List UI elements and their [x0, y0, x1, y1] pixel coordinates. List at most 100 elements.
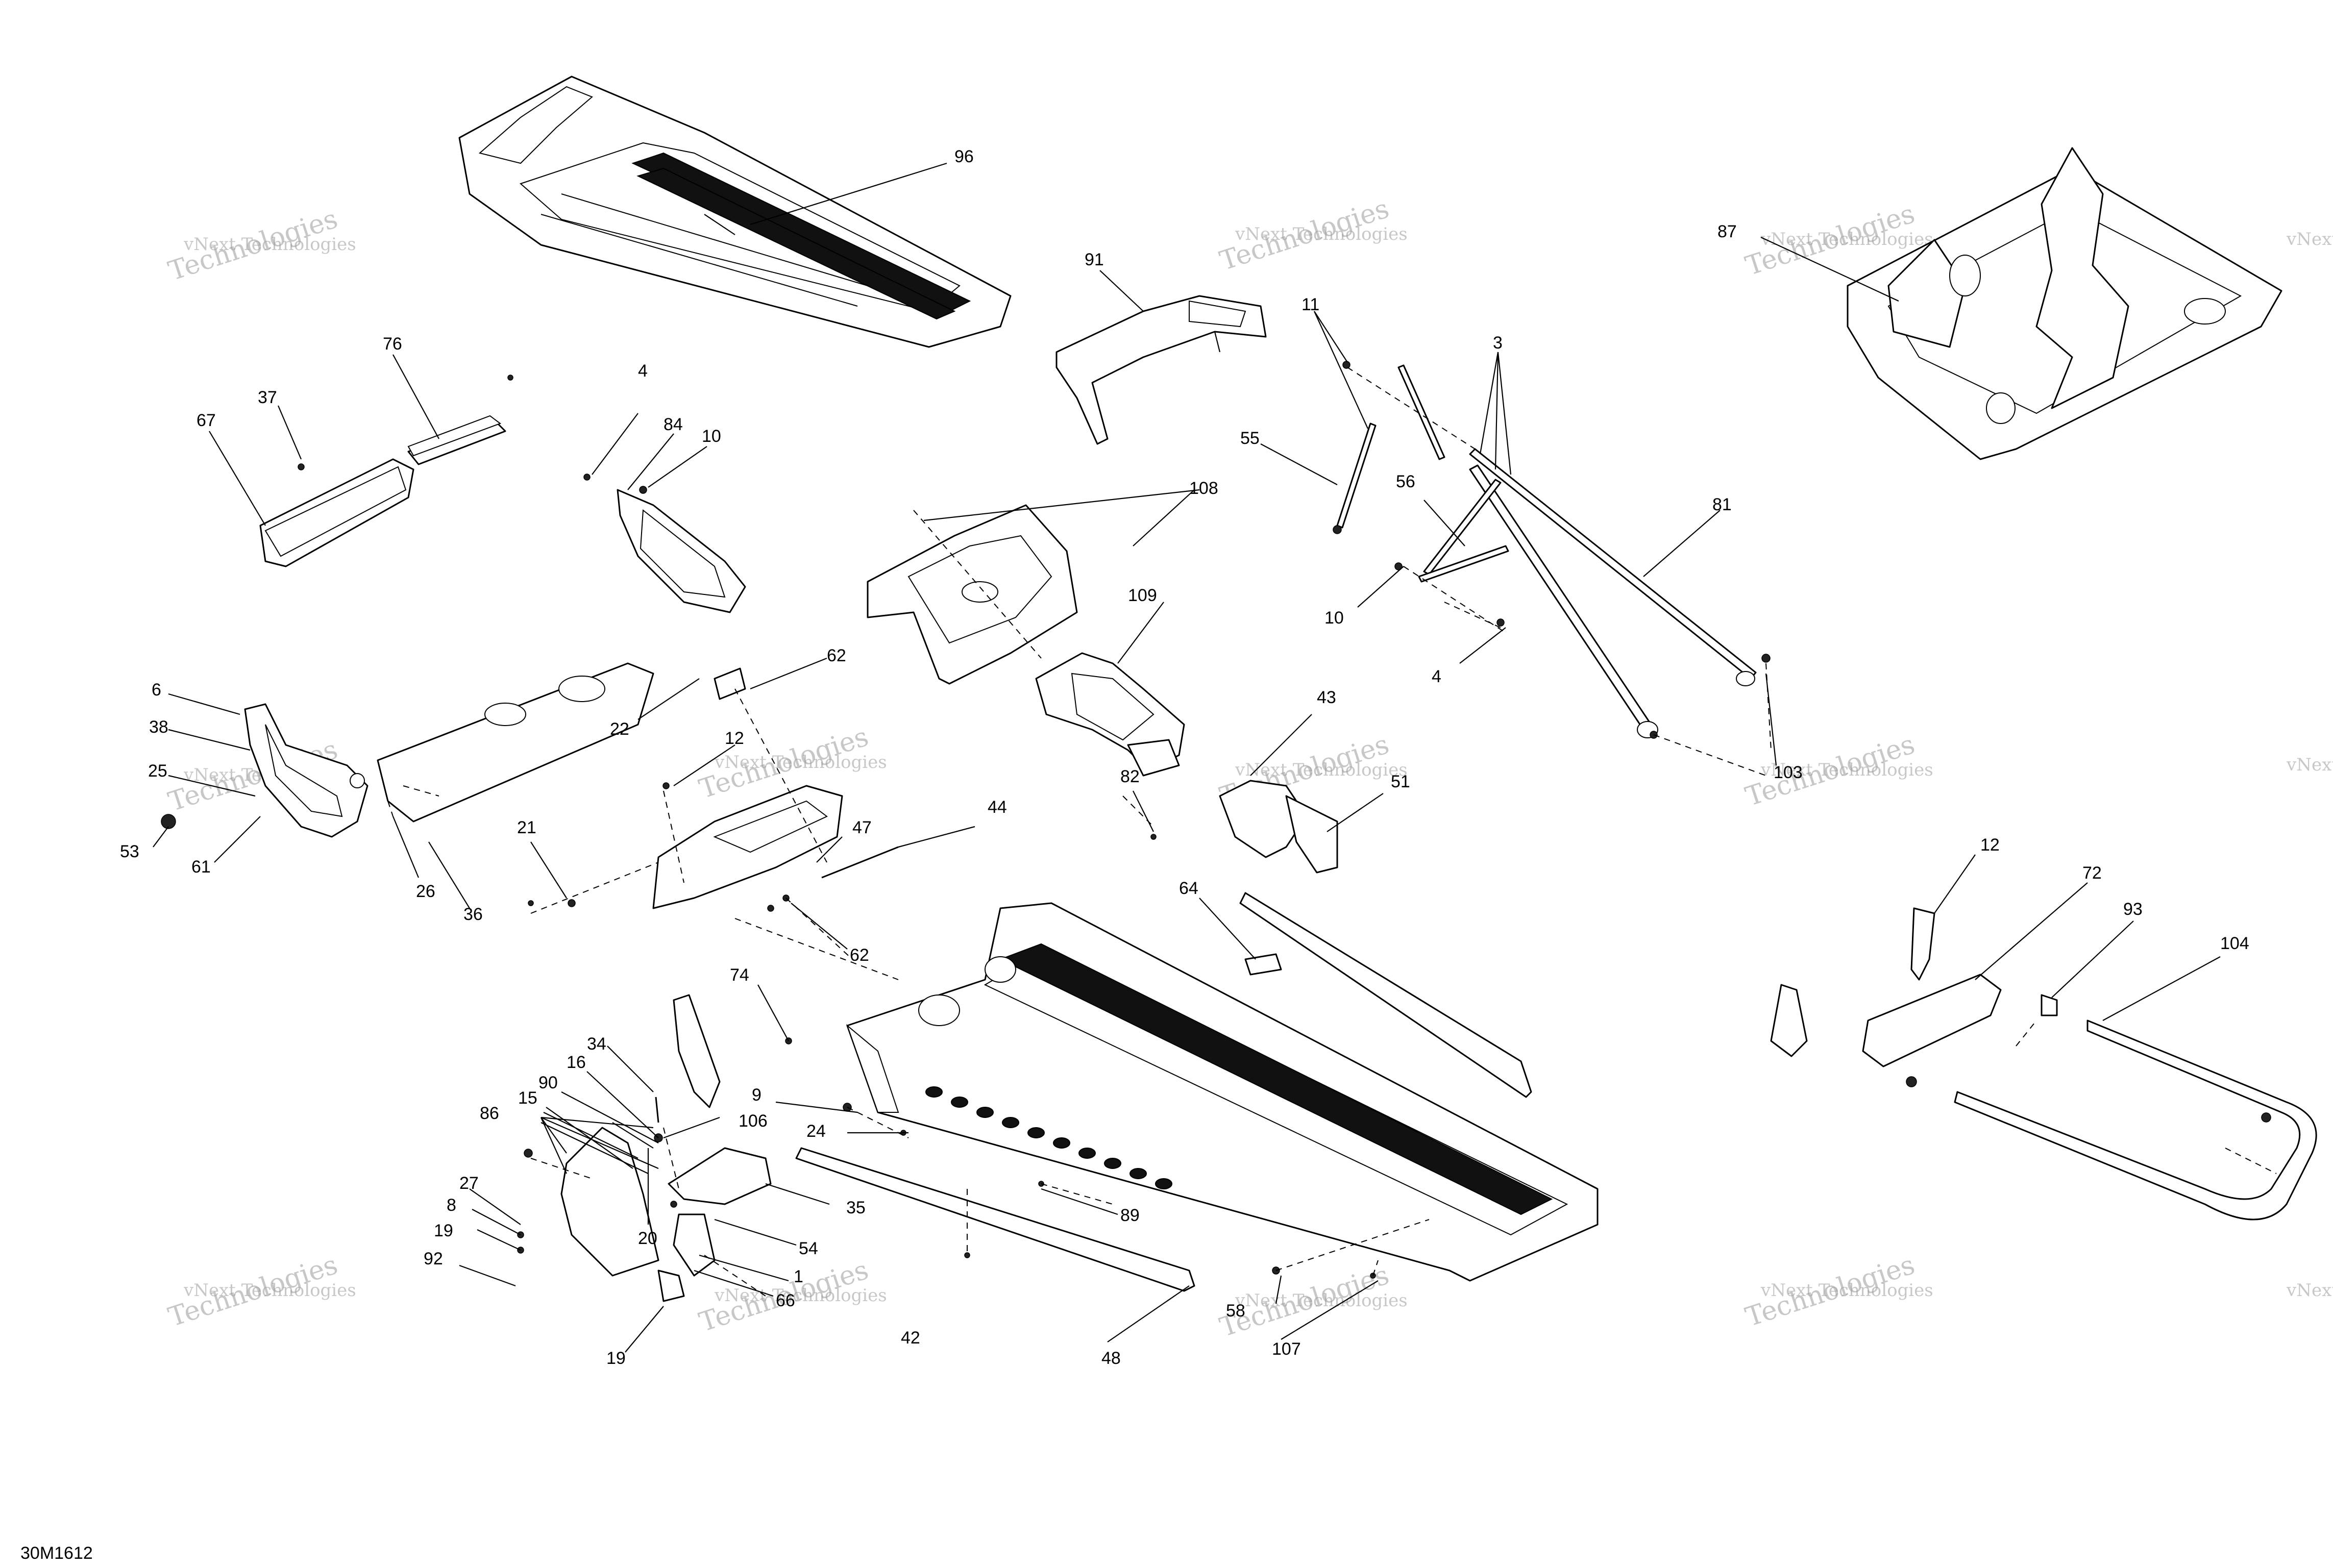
watermark-text: vNext Technologies — [2286, 229, 2333, 250]
callout-47: 47 — [852, 818, 872, 837]
callout-87: 87 — [1717, 222, 1737, 241]
watermark-text: vNext Technologies — [714, 1285, 887, 1306]
callout-12b: 103 — [1774, 763, 1803, 782]
callout-27: 24 — [806, 1122, 826, 1141]
running-rail — [795, 892, 1532, 1292]
rear-axle-bracket — [1219, 780, 1338, 874]
center-plate — [568, 782, 899, 909]
parts — [161, 76, 2317, 1302]
leader-lines — [153, 162, 2221, 1353]
callout-104: 93 — [2123, 900, 2143, 919]
callout-103: 51 — [1391, 772, 1410, 791]
callout-64: 104 — [2220, 934, 2249, 953]
front-suspension-bracket — [1055, 295, 1267, 445]
watermark-text: vNext Technologies — [183, 234, 356, 255]
footrest-brackets — [517, 994, 772, 1302]
watermark-text: vNext Technologies — [1760, 760, 1933, 780]
callout-25: 25 — [148, 761, 167, 781]
callout-76: 76 — [383, 334, 402, 354]
callout-10: 10 — [702, 427, 721, 446]
callout-66: 1 — [794, 1267, 803, 1286]
callout-62: 62 — [827, 646, 846, 665]
callout-54: 35 — [846, 1198, 866, 1217]
callout-93: 72 — [2082, 863, 2102, 883]
callout-42: 89 — [1120, 1206, 1140, 1225]
callout-20: 92 — [424, 1249, 443, 1268]
inner-bracket — [1035, 652, 1185, 777]
callout-89: 19 — [606, 1349, 626, 1368]
callout-108: 108 — [1189, 479, 1218, 498]
callout-22: 22 — [610, 719, 629, 739]
callout-72: 12 — [1980, 835, 2000, 855]
callout-1: 54 — [799, 1239, 818, 1258]
side-panel — [583, 474, 746, 613]
drawing-reference-code: 30M1612 — [20, 1544, 93, 1563]
callout-96: 96 — [954, 147, 974, 166]
callout-26: 26 — [416, 882, 435, 901]
support-plate — [407, 375, 513, 465]
callout-4: 4 — [638, 361, 648, 381]
tunnel-assembly — [846, 902, 1599, 1282]
front-spindle-bracket — [161, 703, 369, 838]
callout-74: 64 — [1179, 879, 1198, 898]
callout-90: 16 — [567, 1053, 586, 1072]
callout-15: 90 — [538, 1073, 558, 1092]
callout-51: 43 — [1317, 688, 1336, 707]
watermark-text: vNext Technologies — [2286, 755, 2333, 775]
callout-106: 86 — [480, 1104, 499, 1123]
callout-53: 53 — [120, 842, 139, 861]
callout-92: 19 — [434, 1221, 453, 1240]
watermark-text: vNext Technologies — [1235, 224, 1408, 244]
callout-24: 9 — [752, 1085, 762, 1105]
callout-7: 107 — [1272, 1339, 1301, 1359]
chassis-assembly — [458, 76, 1012, 348]
watermark-text: vNext Technologies — [1235, 1290, 1408, 1311]
callout-58: 48 — [1101, 1349, 1121, 1368]
callout-48: 42 — [901, 1328, 920, 1348]
callout-61: 61 — [191, 857, 211, 877]
callout-107: 58 — [1226, 1301, 1245, 1321]
callout-81: 81 — [1712, 495, 1732, 514]
callout-56: 56 — [1396, 472, 1415, 491]
callout-109: 109 — [1128, 586, 1157, 605]
callout-8: 27 — [459, 1174, 479, 1193]
callout-44: 62 — [850, 945, 869, 965]
callout-12: 12 — [725, 729, 744, 748]
watermark-text: vNext Technologies — [183, 1280, 356, 1301]
center-frame — [867, 504, 1078, 685]
clip — [1244, 953, 1282, 976]
callout-19: 8 — [447, 1196, 456, 1215]
callout-16: 34 — [587, 1034, 606, 1054]
suspension-rods — [1333, 364, 1757, 738]
callout-55: 55 — [1240, 429, 1260, 448]
callout-38: 38 — [149, 717, 168, 737]
watermark-text: vNext Technologies — [2286, 1280, 2333, 1301]
tunnel-cutouts — [925, 1086, 1172, 1189]
callout-21: 21 — [517, 818, 536, 837]
watermark-text: vNext Technologies — [714, 752, 887, 773]
callout-35: 20 — [638, 1229, 657, 1248]
mounting-bracket — [259, 458, 414, 567]
callout-9: 106 — [739, 1111, 768, 1131]
callout-36: 36 — [463, 905, 483, 924]
rear-frame-assembly — [1847, 147, 2282, 460]
callout-19b: 66 — [776, 1291, 795, 1310]
watermark-text: vNext Technologies — [1760, 229, 1933, 250]
callout-86: 15 — [518, 1088, 537, 1108]
callout-34: 74 — [730, 965, 749, 985]
callout-11: 11 — [1301, 295, 1319, 314]
rear-bumper-parts — [1770, 907, 2317, 1221]
watermark-text: vNext Technologies — [1760, 1280, 1933, 1301]
callout-67: 67 — [197, 411, 216, 430]
callout-84: 84 — [664, 415, 683, 434]
callout-43: 82 — [1120, 767, 1140, 786]
callout-6: 6 — [152, 680, 161, 700]
callout-37: 37 — [258, 388, 277, 407]
callout-4b: 4 — [1432, 667, 1441, 686]
cover-plate — [377, 662, 746, 823]
callout-3: 3 — [1493, 333, 1503, 353]
callout-91: 91 — [1085, 250, 1104, 269]
callout-82: 44 — [988, 798, 1007, 817]
callout-10b: 10 — [1324, 608, 1344, 628]
